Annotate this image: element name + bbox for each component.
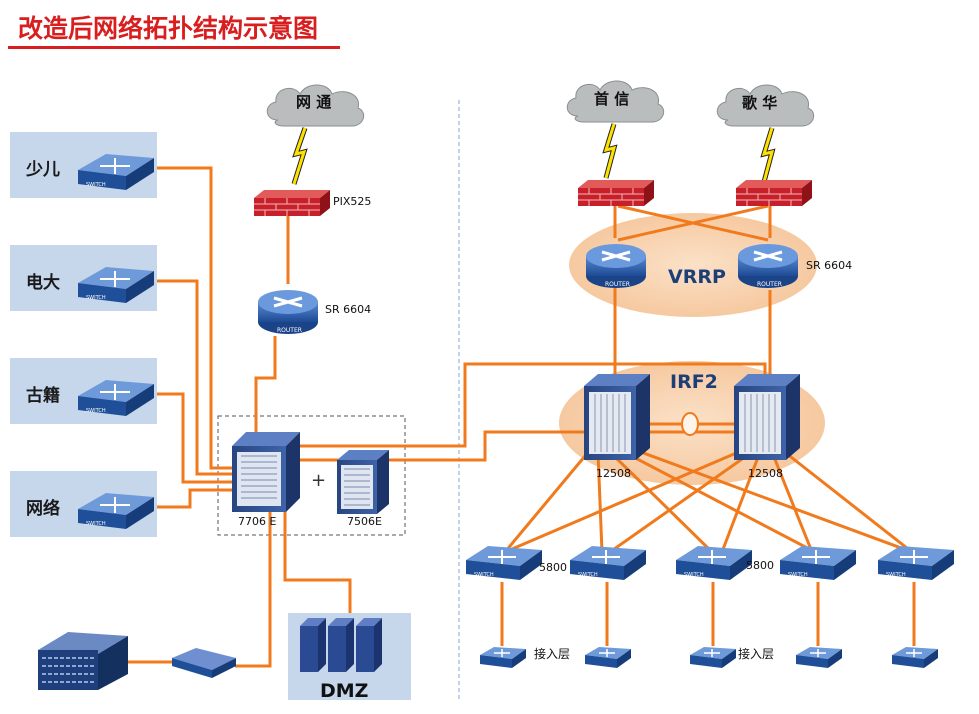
svg-text:SWITCH: SWITCH [474,572,494,578]
link-c1-a5 [629,446,913,554]
core-group-box [217,415,406,536]
link-c1-a3 [608,450,714,554]
svg-text:SWITCH: SWITCH [86,295,106,301]
router-left-label: SR 6604 [325,303,371,316]
isp-left-label: 网 通 [296,93,331,111]
lightning-icon [760,127,776,183]
link-core-dmz [283,508,352,614]
firewall-left-label: PIX525 [333,195,371,208]
switch-icon: SWITCH [466,546,542,580]
network-links [128,166,916,668]
lightning-icon [291,127,308,185]
svg-text:SWITCH: SWITCH [788,572,808,578]
site-panel-1: 少儿 [10,132,157,198]
link-site-1 [156,166,232,470]
switch-icon: SWITCH [570,546,646,580]
link-site-3 [156,392,232,484]
agg-label-1: 5800 [539,561,567,574]
link-c2-a1 [504,446,749,554]
switch-icon [585,647,631,668]
link-fw2-r1 [617,204,769,242]
cloud-icon [566,80,665,123]
access-label-2: 接入层 [738,646,774,661]
switch-icon: SWITCH [78,493,154,529]
core-switch-7706e-icon [232,432,300,512]
link-core-storage [235,508,272,668]
link-site-4 [156,488,232,509]
page-title: 改造后网络拓扑结构示意图 [18,14,318,43]
firewall-icon [578,180,654,206]
switch-icon: SWITCH [78,267,154,303]
vrrp-label: VRRP [668,266,726,288]
switch-icon: SWITCH [78,154,154,190]
switch-icon: SWITCH [676,546,752,580]
switch-icon: SWITCH [878,546,954,580]
core-switch-12508-icon [584,374,650,460]
isp-right-label-2: 歌 华 [742,94,777,112]
router-icon: ROUTER [586,244,646,288]
router-icon: ROUTER [738,244,798,288]
switch-icon: SWITCH [78,380,154,416]
core-right-label-1: 12508 [596,467,631,480]
core-switch-7506e-icon [337,450,389,514]
cloud-icon [266,84,365,127]
site-label: 少儿 [25,160,60,180]
lightning-icon [602,123,618,179]
svg-text:ROUTER: ROUTER [277,327,302,334]
firewall-icon [254,190,330,216]
svg-text:SWITCH: SWITCH [684,572,704,578]
switch-icon [480,647,526,668]
router-right-label: SR 6604 [806,259,852,272]
core-switch-12508-icon [734,374,800,460]
storage-device-icon [172,648,236,678]
svg-text:SWITCH: SWITCH [886,572,906,578]
link-c1-a1 [503,449,592,553]
router-icon: ROUTER [258,290,318,334]
cloud-icon [716,84,815,127]
access-label-1: 接入层 [534,646,570,661]
irf-label: IRF2 [670,371,718,393]
site-label: 电大 [26,272,60,293]
link-site-2 [156,279,232,476]
site-label: 网络 [26,498,60,519]
link-c1-a2 [596,451,604,553]
switch-icon [690,647,736,668]
svg-text:SWITCH: SWITCH [86,521,106,527]
switch-icon [796,647,842,668]
isp-right-label-1: 首 信 [594,90,629,108]
link-core-irf-lower [300,430,585,462]
server-cluster-icon [300,618,382,672]
switch-icon: SWITCH [780,546,856,580]
svg-text:ROUTER: ROUTER [605,281,630,288]
link-core-irf-upper [300,362,767,448]
irf-link-ring [681,412,699,436]
svg-text:ROUTER: ROUTER [757,281,782,288]
link-c2-a2 [609,450,753,554]
svg-text:SWITCH: SWITCH [578,572,598,578]
svg-text:SWITCH: SWITCH [86,182,106,188]
svg-text:SWITCH: SWITCH [86,408,106,414]
title-underline [8,46,340,49]
core-right-label-2: 12508 [748,467,783,480]
switch-icon [892,647,938,668]
dmz-label: DMZ [320,680,368,702]
core-a-label: 7706 E [238,515,276,528]
link-c2-a5 [781,448,913,554]
vrrp-ellipse [569,213,817,317]
site-label: 古籍 [26,385,60,406]
storage-array-icon [38,632,128,690]
core-b-label: 7506E [347,515,382,528]
plus-sign: + [311,470,326,491]
link-c2-a4 [770,451,814,553]
link-c1-a4 [619,448,816,554]
link-c2-a3 [720,451,762,553]
link-router-core-left [254,336,277,438]
firewall-icon [736,180,812,206]
agg-label-2: 5800 [746,559,774,572]
